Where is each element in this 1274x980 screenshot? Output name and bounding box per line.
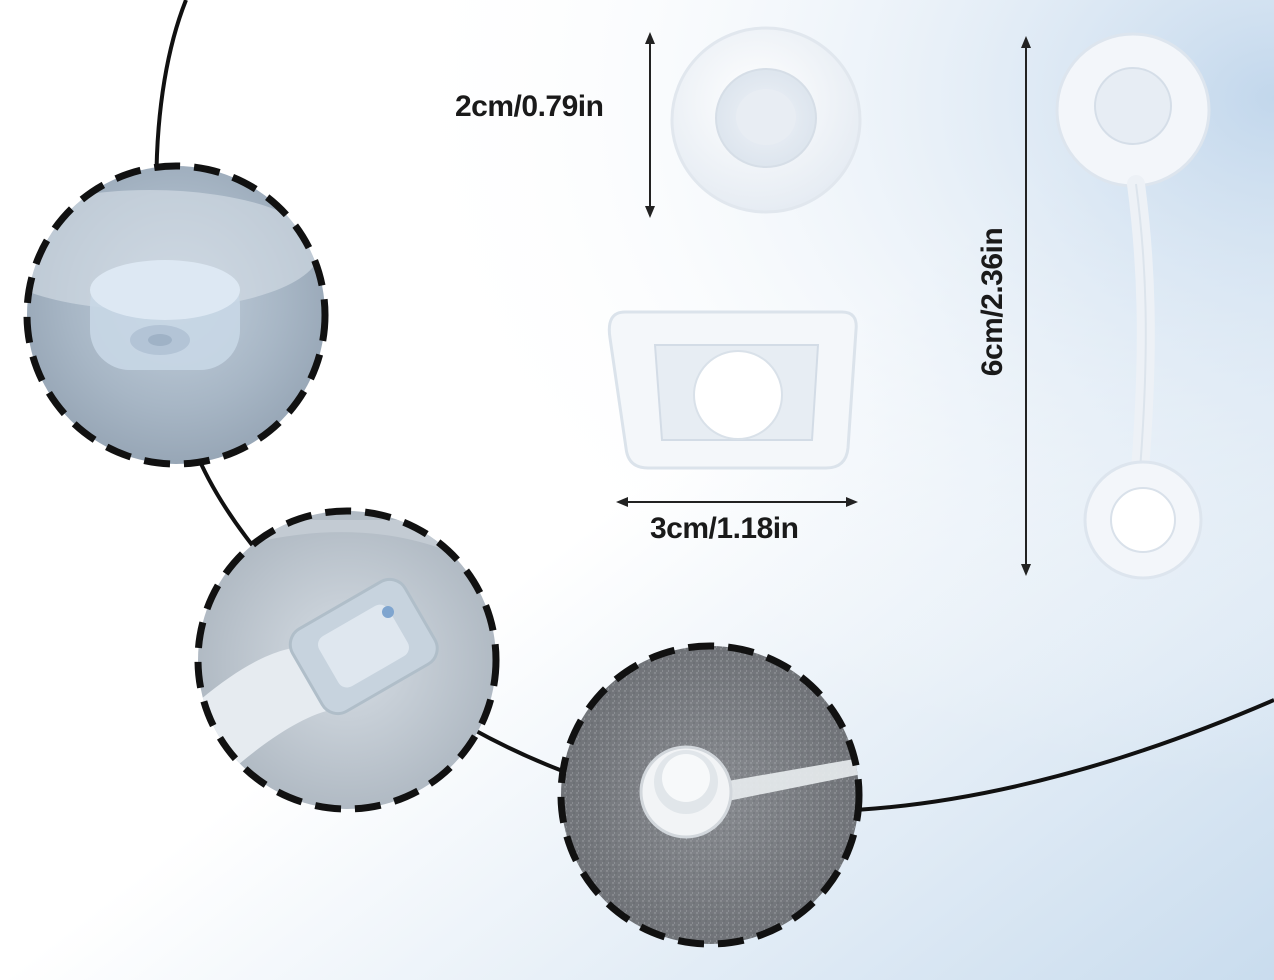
detail-circle-3 [557, 642, 863, 948]
dimension-arrow-horizontal [616, 497, 858, 507]
dashed-frame-3 [557, 642, 863, 948]
dimension-label-square: 3cm/1.18in [650, 512, 799, 545]
square-gasket [607, 310, 858, 470]
dimension-arrow-vertical-small [645, 32, 655, 218]
detail-circle-1 [23, 162, 329, 468]
dimension-label-round: 2cm/0.79in [455, 90, 604, 123]
dimension-arrow-vertical-large [1021, 36, 1031, 576]
tether-plug [1055, 32, 1211, 580]
dashed-frame-1 [23, 162, 329, 468]
dimension-label-tether: 6cm/2.36in [976, 227, 1009, 377]
round-gasket [670, 26, 862, 214]
dashed-frame-2 [194, 507, 500, 813]
